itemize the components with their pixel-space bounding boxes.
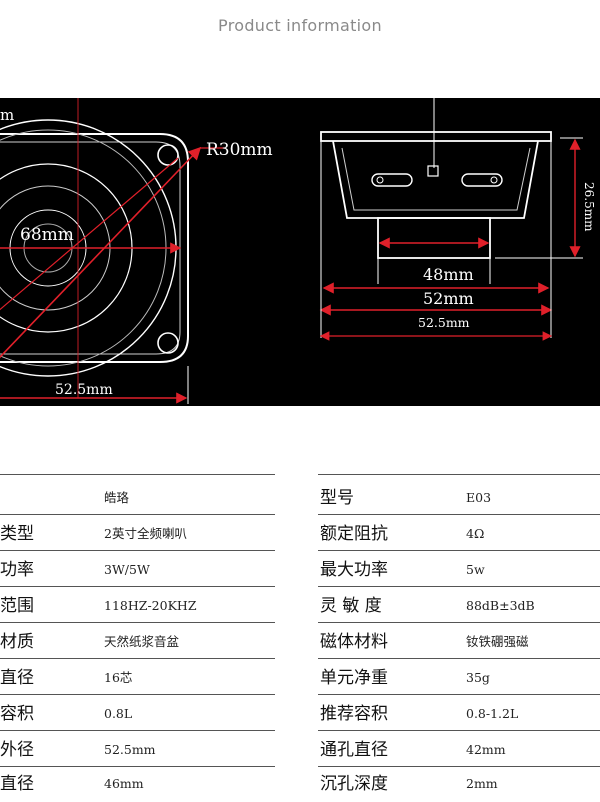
spec-value: 钕铁硼强磁 — [466, 634, 529, 649]
spec-value: 0.8L — [104, 706, 133, 721]
table-divider — [318, 550, 600, 551]
side-view: 26.5mm 48mm 52mm 52.5mm — [319, 98, 596, 341]
table-row: 直径 16芯 单元净重 35g — [0, 660, 600, 696]
spec-value: 46mm — [104, 776, 144, 791]
spec-label: 型号 — [320, 488, 354, 508]
table-row: 材质 天然纸浆音盆 磁体材料 钕铁硼强磁 — [0, 624, 600, 660]
label-left-fragment: m — [0, 106, 14, 124]
spec-label: 最大功率 — [320, 560, 388, 580]
label-frame-width: 52.5mm — [55, 382, 113, 398]
spec-value: 4Ω — [466, 526, 485, 541]
table-divider — [0, 658, 275, 659]
table-divider — [318, 622, 600, 623]
spec-label: 直径 — [0, 668, 34, 688]
spec-label: 材质 — [0, 632, 34, 652]
table-divider — [0, 766, 275, 767]
spec-label: 功率 — [0, 560, 34, 580]
header-subtitle: Product information — [218, 16, 382, 35]
spec-value: 2mm — [466, 776, 498, 791]
table-divider — [318, 474, 600, 475]
spec-label: 外径 — [0, 740, 34, 760]
spec-value: 35g — [466, 670, 490, 685]
spec-value: 118HZ-20KHZ — [104, 598, 197, 613]
table-divider — [318, 586, 600, 587]
table-divider — [0, 730, 275, 731]
spec-value: 88dB±3dB — [466, 598, 535, 613]
spec-value: E03 — [466, 490, 492, 505]
table-divider — [318, 730, 600, 731]
spec-value: 0.8-1.2L — [466, 706, 519, 721]
table-divider — [318, 766, 600, 767]
spec-value: 42mm — [466, 742, 506, 757]
spec-label: 通孔直径 — [320, 740, 388, 760]
spec-value: 2英寸全频喇叭 — [104, 526, 187, 541]
label-depth: 26.5mm — [582, 182, 596, 232]
front-view: R30mm 68mm 52.5mm m — [0, 98, 273, 404]
spec-label: 类型 — [0, 524, 34, 544]
table-divider — [318, 514, 600, 515]
table-divider — [0, 586, 275, 587]
spec-label: 磁体材料 — [320, 632, 388, 652]
table-row: 容积 0.8L 推荐容积 0.8-1.2L — [0, 696, 600, 732]
spec-label: 推荐容积 — [320, 704, 388, 724]
table-row: 范围 118HZ-20KHZ 灵 敏 度 88dB±3dB — [0, 588, 600, 624]
spec-label: 单元净重 — [320, 668, 388, 688]
table-row: 外径 52.5mm 通孔直径 42mm — [0, 732, 600, 768]
spec-value: 5w — [466, 562, 485, 577]
table-divider — [0, 622, 275, 623]
table-divider — [0, 514, 275, 515]
spec-value: 16芯 — [104, 670, 133, 685]
table-divider — [0, 550, 275, 551]
spec-value: 天然纸浆音盆 — [104, 634, 180, 649]
table-row: 直径 46mm 沉孔深度 2mm — [0, 766, 600, 802]
spec-label: 直径 — [0, 774, 34, 794]
table-divider — [0, 694, 275, 695]
table-divider — [318, 694, 600, 695]
table-divider — [318, 658, 600, 659]
spec-table: 皓珞 型号 E03 类型 2英寸全频喇叭 额定阻抗 4Ω 功率 3W/5W 最大… — [0, 474, 600, 800]
spec-label: 容积 — [0, 704, 34, 724]
spec-label: 沉孔深度 — [320, 774, 388, 794]
spec-label: 额定阻抗 — [320, 524, 388, 544]
label-magnet-width: 48mm — [423, 265, 474, 284]
label-cone-diameter: 68mm — [20, 225, 74, 245]
label-overall-width: 52.5mm — [418, 315, 470, 330]
table-divider — [0, 474, 275, 475]
label-basket-width: 52mm — [423, 289, 474, 308]
table-row: 功率 3W/5W 最大功率 5w — [0, 552, 600, 588]
spec-value: 3W/5W — [104, 562, 150, 577]
spec-label: 范围 — [0, 596, 34, 616]
table-row: 类型 2英寸全频喇叭 额定阻抗 4Ω — [0, 516, 600, 552]
table-row: 皓珞 型号 E03 — [0, 480, 600, 516]
spec-value: 皓珞 — [104, 490, 130, 505]
label-mount-radius: R30mm — [206, 140, 273, 160]
spec-value: 52.5mm — [104, 742, 156, 757]
spec-label: 灵 敏 度 — [320, 596, 382, 616]
header-title-cn — [0, 0, 600, 10]
dimension-drawing: R30mm 68mm 52.5mm m 26.5mm — [0, 98, 600, 406]
